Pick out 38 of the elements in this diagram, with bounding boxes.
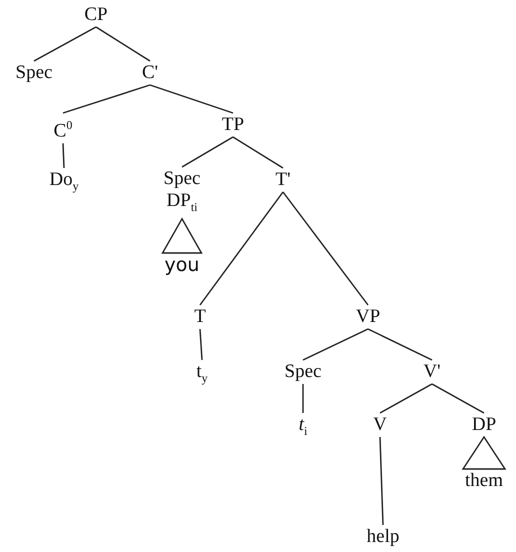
tree-branch — [232, 136, 284, 169]
tree-label: them — [465, 470, 503, 492]
tree-label: Do$_{y}$ — [49, 169, 79, 195]
tree-branch — [432, 383, 484, 414]
tree-branch — [182, 136, 234, 168]
tree-branch — [96, 26, 150, 62]
tree-label: TP — [222, 114, 244, 136]
tree-branch — [282, 192, 369, 306]
tree-label: T' — [275, 169, 291, 191]
triangle-branch — [462, 436, 506, 470]
tree-label: Spec — [284, 361, 322, 383]
tree-branch — [62, 84, 150, 114]
tree-branch — [199, 328, 203, 360]
tree-label: CP — [84, 4, 108, 26]
tree-label: T — [194, 306, 206, 328]
tree-label: t$_{y}$ — [196, 361, 208, 387]
tree-branch — [150, 84, 234, 114]
tree-branch — [379, 436, 384, 526]
tree-label: VP — [356, 306, 380, 328]
tree-label: C' — [142, 62, 158, 84]
tree-label: t$_{i}$ — [298, 414, 308, 440]
tree-label: C$^{0}$ — [54, 117, 72, 142]
tree-label: V — [373, 414, 387, 436]
tree-label: V' — [423, 361, 441, 383]
tree-label: Spec — [164, 168, 200, 190]
tree-label: help — [366, 526, 400, 548]
triangle-branch — [161, 217, 203, 254]
tree-branch — [368, 328, 432, 361]
tree-label: DP — [472, 414, 496, 436]
tree-branch — [302, 384, 304, 413]
tree-branch — [34, 26, 96, 62]
tree-branch — [302, 328, 368, 361]
tree-branch — [380, 383, 432, 414]
tree-label: you — [164, 254, 200, 276]
tree-branch — [62, 143, 65, 168]
tree-label: Spec — [16, 62, 52, 84]
tree-branch — [199, 192, 284, 306]
tree-label: DP$_{ti}$ — [166, 190, 198, 216]
